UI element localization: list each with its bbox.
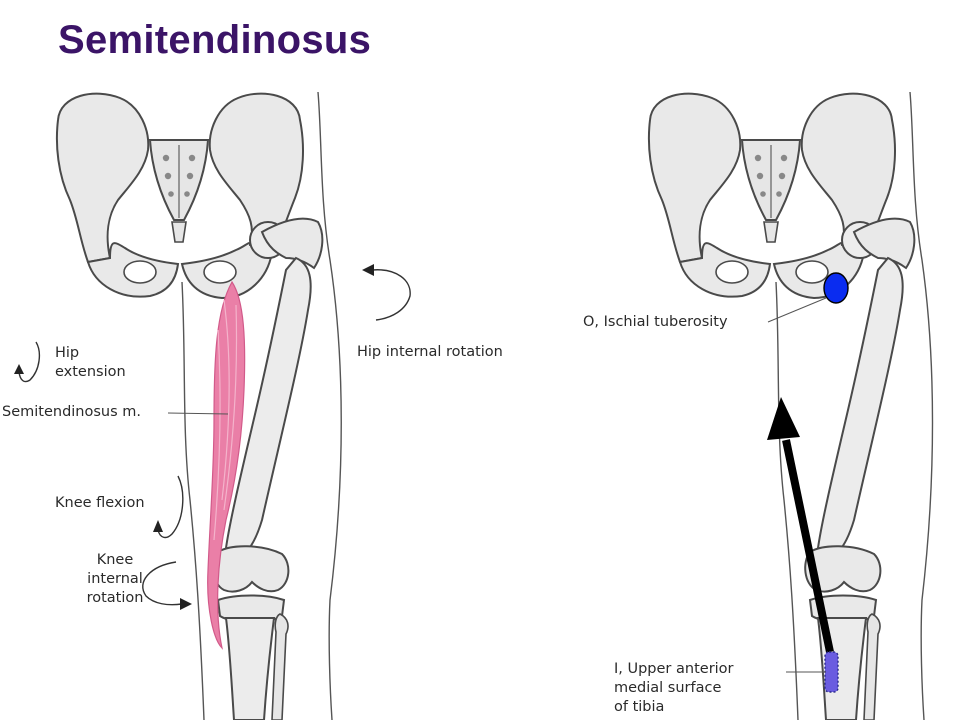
- knee-flexion-arrow: [153, 475, 184, 539]
- slide-title: Semitendinosus: [58, 18, 372, 62]
- hip-extension-label: Hip extension: [55, 344, 126, 382]
- left-pelvis: [55, 92, 304, 299]
- origin-leader: [767, 297, 827, 323]
- insertion-marker: [824, 651, 839, 693]
- knee-internal-rotation-text: Knee internal rotation: [86, 552, 144, 606]
- origin-label: O, Ischial tuberosity: [583, 314, 728, 330]
- right-pelvis: [647, 92, 896, 299]
- knee-flexion-label: Knee flexion: [55, 495, 145, 511]
- knee-internal-rotation-arrow: [142, 561, 192, 610]
- semitendinosus-leader: [167, 412, 229, 415]
- knee-internal-rotation-label: Knee internal rotation: [80, 551, 150, 608]
- hip-internal-rotation-arrow: [362, 264, 411, 321]
- insertion-label: I, Upper anterior medial surface of tibi…: [614, 660, 734, 717]
- pull-direction-arrow: [767, 397, 834, 653]
- semitendinosus-muscle: [207, 280, 246, 650]
- semitendinosus-label: Semitendinosus m.: [2, 404, 142, 420]
- hip-extension-arrow: [14, 341, 41, 383]
- hip-internal-rotation-label: Hip internal rotation: [357, 344, 503, 360]
- origin-marker: [823, 272, 849, 304]
- right-skin-outline: [775, 91, 934, 720]
- left-skin-outline: [181, 91, 342, 720]
- hip-extension-text: Hip extension: [55, 345, 126, 380]
- insertion-text: I, Upper anterior medial surface of tibi…: [614, 661, 734, 715]
